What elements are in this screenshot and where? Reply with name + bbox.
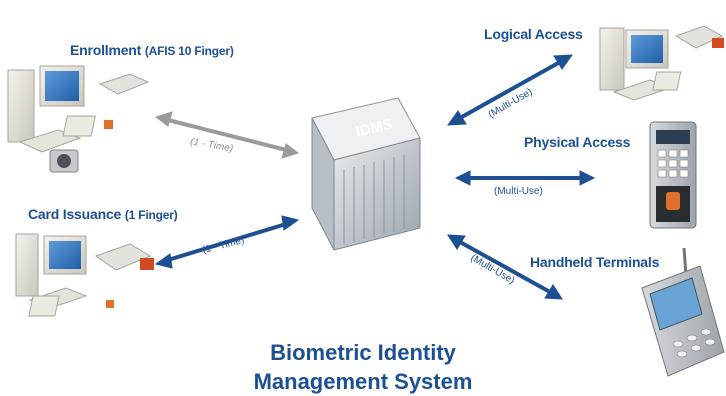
enrollment-label: Enrollment (AFIS 10 Finger)	[70, 42, 234, 58]
card-issuance-workstation-icon	[15, 233, 154, 317]
handheld-terminal-icon	[641, 247, 725, 377]
diagram-title-line2: Management System	[253, 369, 473, 394]
logical-access-workstation-icon	[599, 25, 724, 101]
idms-server-icon: IDMS	[311, 97, 421, 251]
logical-access-label: Logical Access	[484, 26, 583, 42]
enrollment-label-main: Enrollment	[70, 42, 142, 58]
handheld-arrow	[447, 234, 563, 300]
card-issuance-label: Card Issuance (1 Finger)	[28, 206, 178, 222]
diagram-title-line1: Biometric Identity	[270, 340, 456, 365]
card-issuance-label-main: Card Issuance	[28, 206, 122, 222]
physical-access-arrow-caption: (Multi-Use)	[494, 186, 543, 197]
enrollment-arrow	[154, 111, 300, 159]
physical-access-reader-icon	[649, 121, 697, 229]
card-issuance-arrow	[154, 215, 300, 269]
diagram-title: Biometric Identity Management System	[0, 338, 726, 396]
enrollment-workstation-icon	[7, 65, 150, 173]
card-issuance-label-sub: (1 Finger)	[124, 208, 178, 222]
physical-access-arrow	[454, 170, 596, 186]
physical-access-label: Physical Access	[524, 134, 631, 150]
logical-access-arrow	[446, 54, 574, 126]
handheld-terminals-label: Handheld Terminals	[530, 254, 660, 270]
enrollment-label-sub: (AFIS 10 Finger)	[144, 44, 234, 58]
